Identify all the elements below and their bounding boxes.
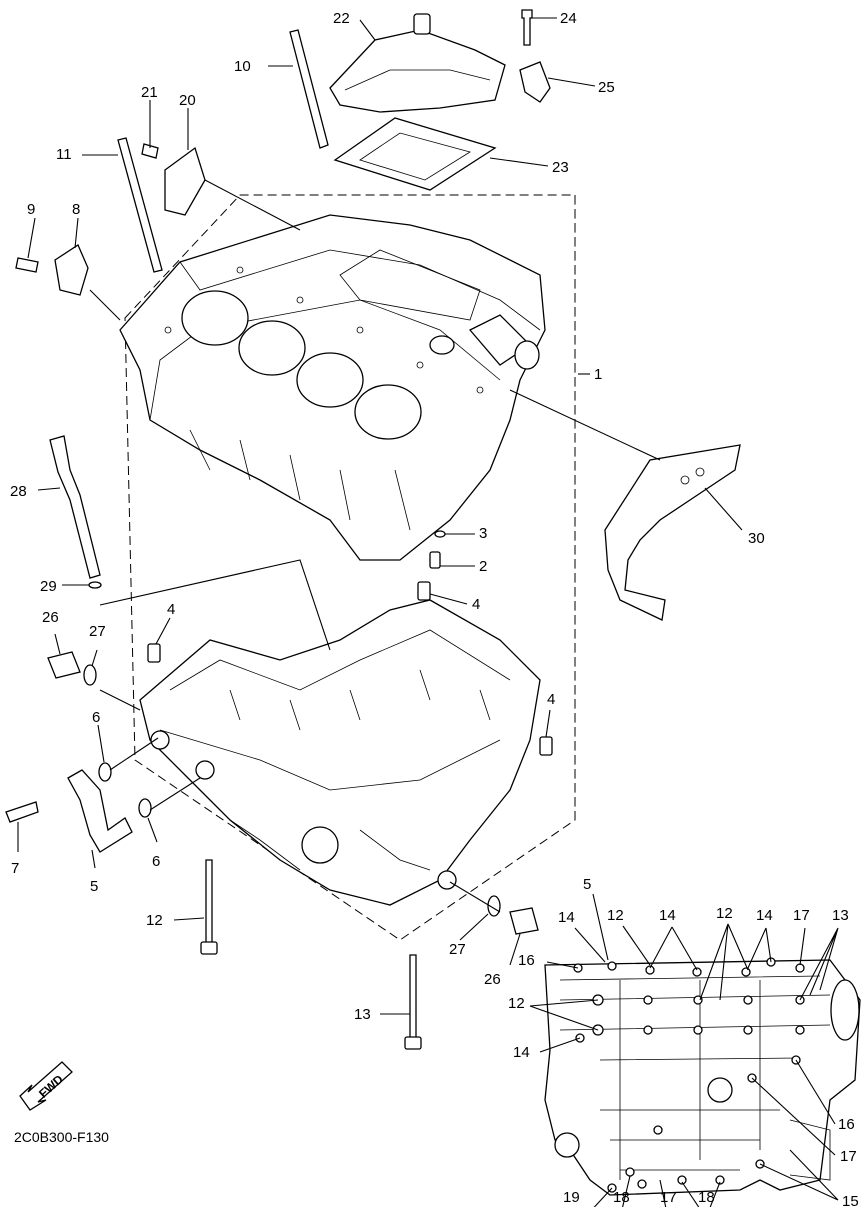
callout-24: 24: [560, 10, 577, 27]
oil-level-sensor: [49, 435, 101, 579]
stud-bolt-10: [289, 29, 329, 149]
inset-callout-15: 15: [842, 1193, 859, 1207]
callout-26-left: 26: [42, 609, 59, 626]
stud-bolt-11: [117, 137, 163, 273]
callout-11: 11: [56, 146, 72, 163]
callout-4-right: 4: [547, 691, 555, 708]
inset-callout-13: 13: [832, 907, 849, 924]
inset-callout-14-c: 14: [756, 907, 773, 924]
inset-callout-17-b: 17: [840, 1148, 857, 1165]
inset-callout-14-a: 14: [558, 909, 575, 926]
callout-2: 2: [479, 558, 487, 575]
diagram-code: 2C0B300-F130: [14, 1129, 109, 1145]
inset-callout-14-b: 14: [659, 907, 676, 924]
leader-lines: [17, 17, 743, 1015]
cover-gasket: [333, 117, 497, 191]
inset-callout-18-b: 18: [698, 1189, 715, 1206]
callout-6-lower: 6: [152, 853, 160, 870]
callout-10: 10: [234, 58, 251, 75]
callout-13: 13: [354, 1006, 371, 1023]
callout-27-left: 27: [89, 623, 106, 640]
callout-23: 23: [552, 159, 569, 176]
inset-callout-17-c: 17: [660, 1189, 677, 1206]
callout-27-right: 27: [449, 941, 466, 958]
callout-9: 9: [27, 201, 35, 218]
callout-22: 22: [333, 10, 350, 27]
inset-callout-18-a: 18: [613, 1189, 630, 1206]
inset-callout-12-a: 12: [607, 907, 624, 924]
fwd-arrow-icon: FWD: [19, 1061, 73, 1111]
callout-5: 5: [90, 878, 98, 895]
callout-21: 21: [141, 84, 158, 101]
callout-30: 30: [748, 530, 765, 547]
callout-28: 28: [10, 483, 27, 500]
inset-callout-16-b: 16: [838, 1116, 855, 1133]
inset-callout-12-b: 12: [716, 905, 733, 922]
inset-callout-14-d: 14: [513, 1044, 530, 1061]
breather-cover: [329, 29, 506, 113]
oil-pipe: [67, 769, 133, 853]
callout-6-upper: 6: [92, 709, 100, 726]
callout-3: 3: [479, 525, 487, 542]
callout-4-left: 4: [167, 601, 175, 618]
callout-26-right: 26: [484, 971, 501, 988]
bolt-location-inset: [529, 893, 861, 1207]
inset-callout-5: 5: [583, 876, 591, 893]
upper-crankcase: [119, 214, 546, 561]
inset-callout-16-a: 16: [518, 952, 535, 969]
callout-25: 25: [598, 79, 615, 96]
callout-29: 29: [40, 578, 57, 595]
callout-20: 20: [179, 92, 196, 109]
callout-8: 8: [72, 201, 80, 218]
bracket-30: [604, 444, 741, 621]
lower-crankcase: [139, 599, 541, 906]
callout-7: 7: [11, 860, 19, 877]
callout-1: 1: [594, 366, 602, 383]
inset-callout-19: 19: [563, 1189, 580, 1206]
callout-4-top: 4: [472, 596, 480, 613]
inset-callout-17-a: 17: [793, 907, 810, 924]
callout-12: 12: [146, 912, 163, 929]
inset-callout-12-c: 12: [508, 995, 525, 1012]
